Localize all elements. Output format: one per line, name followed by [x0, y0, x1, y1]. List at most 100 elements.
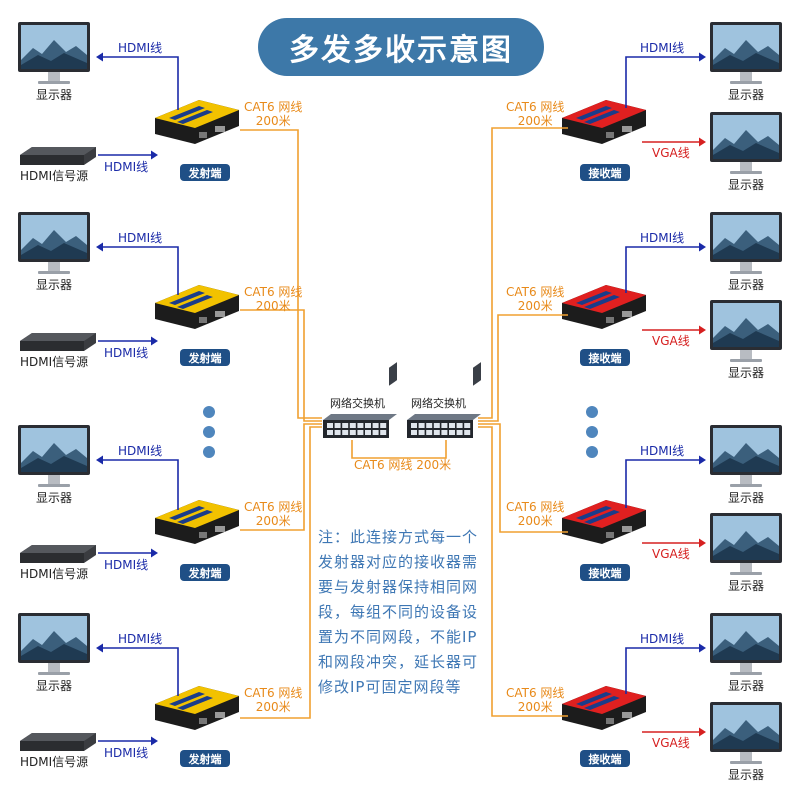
- ellipsis-dots-icon: [586, 426, 598, 438]
- cat6-label-line2: 200米: [255, 114, 291, 128]
- hdmi-cable-label: HDMI线: [104, 558, 149, 572]
- hdmi-source-box-icon: [20, 733, 96, 751]
- hdmi-cable-label: HDMI线: [640, 632, 685, 646]
- monitor-icon: [710, 425, 782, 487]
- cat6-label-line1: CAT6 网线: [244, 686, 303, 700]
- hdmi-cable-label: HDMI线: [640, 444, 685, 458]
- monitor-label: 显示器: [728, 679, 765, 693]
- switch-label-right: 网络交换机: [411, 397, 466, 410]
- monitor-label: 显示器: [36, 88, 73, 102]
- cat6-label-line1: CAT6 网线: [244, 285, 303, 299]
- monitor-icon: [18, 212, 90, 274]
- hdmi-arrow: [699, 52, 706, 62]
- ellipsis-dots-icon: [586, 406, 598, 418]
- hdmi-arrow: [96, 643, 103, 653]
- hdmi-cable-label: HDMI线: [118, 231, 163, 245]
- monitor-label: 显示器: [728, 491, 765, 505]
- hdmi-source-label: HDMI信号源: [20, 355, 89, 369]
- network-switch-icon: [323, 362, 397, 438]
- hdmi-arrow: [151, 548, 158, 558]
- switch-link-label: CAT6 网线 200米: [354, 458, 452, 472]
- monitor-label: 显示器: [36, 491, 73, 505]
- hdmi-source-label: HDMI信号源: [20, 755, 89, 769]
- hdmi-to-monitor-line: [625, 246, 704, 293]
- hdmi-arrow: [151, 336, 158, 346]
- hdmi-arrow: [151, 736, 158, 746]
- receiver-device-icon: [562, 500, 646, 544]
- monitor-label: 显示器: [728, 768, 765, 782]
- hdmi-to-monitor-line: [98, 647, 179, 696]
- cat6-label-line2: 200米: [255, 514, 291, 528]
- hdmi-source-box-icon: [20, 147, 96, 165]
- cat6-label-line2: 200米: [517, 514, 553, 528]
- hdmi-arrow: [151, 150, 158, 160]
- switch-link-line: [351, 440, 447, 459]
- transmitter-device-icon: [155, 500, 239, 544]
- cat6-right-trunk: [478, 127, 568, 419]
- vga-cable-label: VGA线: [652, 334, 690, 348]
- monitor-icon: [710, 212, 782, 274]
- cat6-label-line1: CAT6 网线: [506, 500, 565, 514]
- monitor-icon: [710, 613, 782, 675]
- cat6-left-trunk: [240, 426, 322, 719]
- monitor-icon: [710, 22, 782, 84]
- hdmi-to-monitor-line: [98, 56, 179, 110]
- monitor-label: 显示器: [728, 88, 765, 102]
- switch-label-left: 网络交换机: [330, 397, 385, 410]
- transmitter-device-icon: [155, 686, 239, 730]
- hdmi-source-label: HDMI信号源: [20, 567, 89, 581]
- cat6-label-line2: 200米: [517, 114, 553, 128]
- receiver-device-icon: [562, 285, 646, 329]
- hdmi-to-monitor-line: [625, 647, 704, 694]
- monitor-label: 显示器: [728, 278, 765, 292]
- cat6-label-line1: CAT6 网线: [244, 100, 303, 114]
- cat6-label-line1: CAT6 网线: [506, 686, 565, 700]
- monitor-icon: [710, 702, 782, 764]
- monitor-icon: [18, 22, 90, 84]
- transmitter-badge: 发射端: [180, 164, 230, 181]
- monitor-icon: [18, 425, 90, 487]
- hdmi-cable-label: HDMI线: [640, 41, 685, 55]
- monitor-icon: [18, 613, 90, 675]
- diagram-title: 多发多收示意图: [258, 18, 544, 76]
- cat6-left-trunk: [240, 129, 322, 419]
- transmitter-device-icon: [155, 100, 239, 144]
- cat6-label-line1: CAT6 网线: [506, 285, 565, 299]
- hdmi-cable-label: HDMI线: [104, 160, 149, 174]
- monitor-label: 显示器: [728, 366, 765, 380]
- network-switch-icon: [407, 362, 481, 438]
- transmitter-device-icon: [155, 285, 239, 329]
- vga-cable-label: VGA线: [652, 547, 690, 561]
- cat6-label-line2: 200米: [255, 700, 291, 714]
- cat6-left-trunk: [240, 423, 322, 531]
- transmitter-badge: 发射端: [180, 349, 230, 366]
- cat6-right-trunk: [478, 426, 568, 717]
- cat6-right-trunk: [478, 423, 568, 533]
- monitor-icon: [710, 513, 782, 575]
- cat6-label-line2: 200米: [517, 299, 553, 313]
- hdmi-arrow: [96, 52, 103, 62]
- transmitter-badge: 发射端: [180, 564, 230, 581]
- cat6-right-trunk: [478, 314, 568, 422]
- ellipsis-dots-icon: [203, 446, 215, 458]
- monitor-label: 显示器: [728, 178, 765, 192]
- hdmi-arrow: [96, 242, 103, 252]
- transmitter-badge: 发射端: [180, 750, 230, 767]
- hdmi-arrow: [699, 455, 706, 465]
- cat6-label-line2: 200米: [517, 700, 553, 714]
- cat6-left-trunk: [240, 309, 322, 422]
- vga-cable-label: VGA线: [652, 736, 690, 750]
- hdmi-to-monitor-line: [625, 459, 704, 508]
- hdmi-source-box-icon: [20, 333, 96, 351]
- hdmi-cable-label: HDMI线: [640, 231, 685, 245]
- hdmi-source-box-icon: [20, 545, 96, 563]
- receiver-badge: 接收端: [580, 349, 630, 366]
- connection-note: 注：此连接方式每一个发射器对应的接收器需要与发射器保持相同网段，每组不同的设备设…: [318, 528, 479, 696]
- hdmi-cable-label: HDMI线: [118, 632, 163, 646]
- cat6-label-line1: CAT6 网线: [506, 100, 565, 114]
